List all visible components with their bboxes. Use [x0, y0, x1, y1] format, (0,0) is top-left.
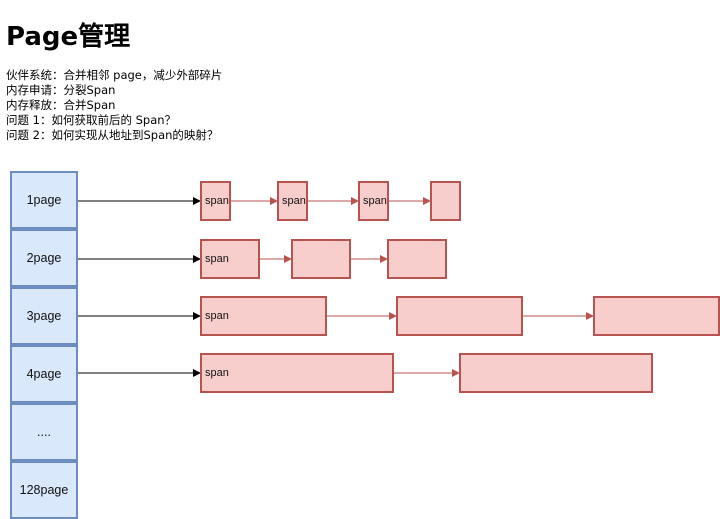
- page-cell-4page: 4page: [10, 345, 78, 403]
- note-question-2: 问题 2：如何实现从地址到Span的映射？: [6, 128, 219, 142]
- notes-block: 伙伴系统：合并相邻 page，减少外部碎片 内存申请：分裂Span 内存释放：合…: [6, 68, 222, 143]
- span-1-1: span: [200, 181, 231, 221]
- span-3-3: [593, 296, 720, 336]
- span-4-1: span: [200, 353, 394, 393]
- span-3-1: span: [200, 296, 327, 336]
- page-cell-1page: 1page: [10, 171, 78, 229]
- note-buddy-system: 伙伴系统：合并相邻 page，减少外部碎片: [6, 68, 223, 82]
- span-4-2: [459, 353, 653, 393]
- span-1-4: [430, 181, 461, 221]
- span-1-3: span: [358, 181, 389, 221]
- page-title: Page管理: [6, 22, 131, 52]
- span-2-1: span: [200, 239, 260, 279]
- span-1-2: span: [277, 181, 308, 221]
- note-memory-alloc: 内存申请：分裂Span: [6, 83, 116, 97]
- span-2-2: [291, 239, 351, 279]
- note-question-1: 问题 1：如何获取前后的 Span？: [6, 113, 177, 127]
- page-cell-128page: 128page: [10, 461, 78, 519]
- span-3-2: [396, 296, 523, 336]
- note-memory-free: 内存释放：合并Span: [6, 98, 116, 112]
- page-cell-3page: 3page: [10, 287, 78, 345]
- span-2-3: [387, 239, 447, 279]
- page-cell-ellipsis: ....: [10, 403, 78, 461]
- page-cell-2page: 2page: [10, 229, 78, 287]
